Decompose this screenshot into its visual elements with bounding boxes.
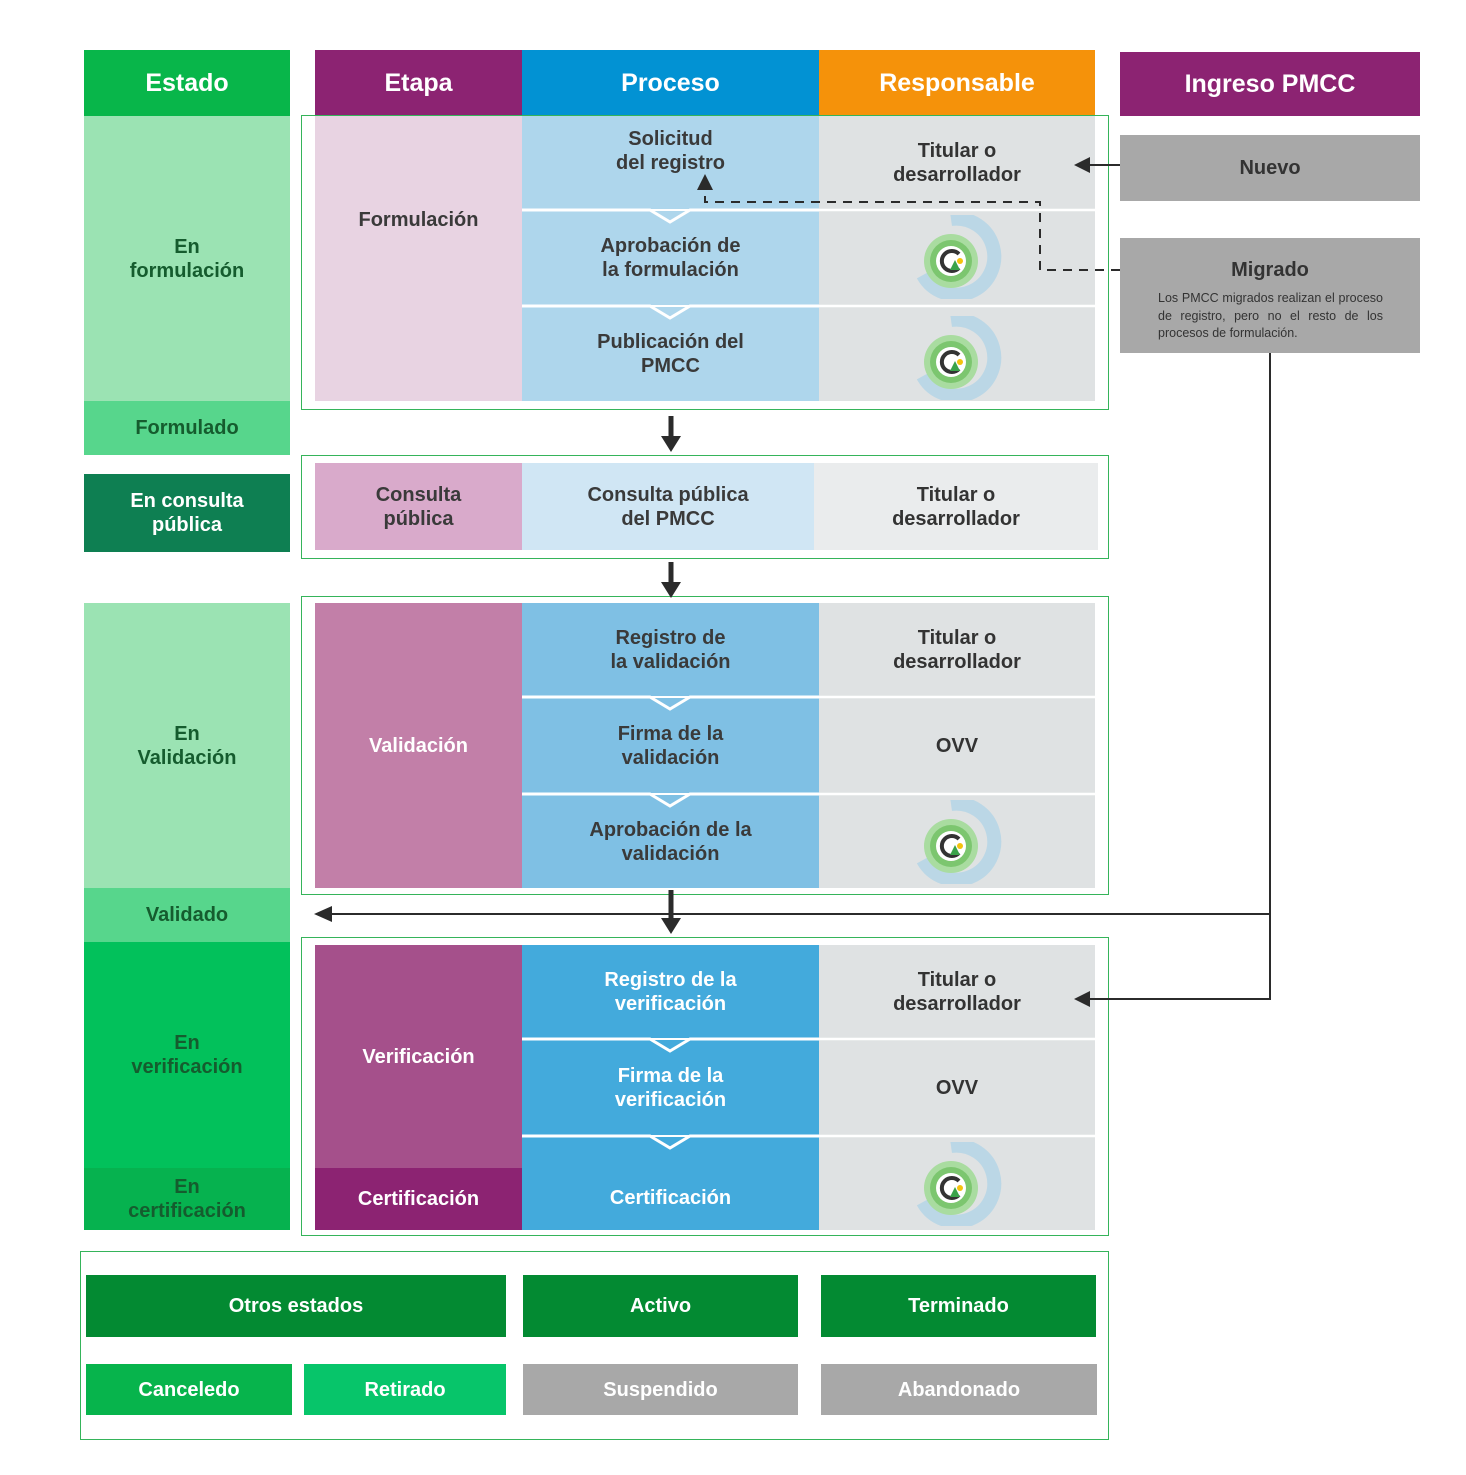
validacion-frame: [301, 596, 1109, 895]
etapa-formulacion: Formulación: [315, 116, 522, 401]
estado-terminado: Terminado: [821, 1275, 1096, 1337]
registry-logo-icon: [916, 1142, 1002, 1226]
estado-cancelado: Canceledo: [86, 1364, 292, 1415]
estado-header: Estado: [84, 50, 290, 116]
proceso-firma-validacion: Firma de la validación: [522, 698, 819, 793]
proceso-solicitud: Solicitud del registro: [522, 116, 819, 209]
estado-en-verificacion: En verificación: [84, 942, 290, 1168]
ingreso-header: Ingreso PMCC: [1120, 52, 1420, 116]
chevron-separator-3: [522, 695, 819, 711]
dashed-migration-path: [697, 174, 1120, 271]
proceso-header: Proceso: [522, 50, 819, 116]
proceso-aprobacion-validacion: Aprobación de la validación: [522, 795, 819, 888]
responsable-titular-4: Titular o desarrollador: [819, 945, 1095, 1038]
proceso-registro-verificacion: Registro de la verificación: [522, 945, 819, 1038]
registry-logo-icon: [916, 215, 1002, 299]
proceso-consulta: Consulta pública del PMCC: [522, 463, 814, 550]
responsable-ovv-2: OVV: [819, 1040, 1095, 1135]
verificacion-frame: [301, 937, 1109, 1236]
estado-abandonado: Abandonado: [821, 1364, 1097, 1415]
formulacion-frame: [301, 115, 1109, 410]
ingreso-migrado-box: [1120, 238, 1420, 353]
otros-estados-frame: [80, 1251, 1109, 1440]
proceso-certificacion: Certificación: [522, 1137, 819, 1230]
responsable-titular-3: Titular o desarrollador: [819, 603, 1095, 696]
responsable-titular-2: Titular o desarrollador: [814, 463, 1098, 550]
chevron-separator-1: [522, 208, 819, 224]
etapa-header: Etapa: [315, 50, 522, 116]
consulta-frame: [301, 455, 1109, 559]
proceso-aprobacion-formulacion: Aprobación de la formulación: [522, 211, 819, 305]
down-arrow-icon: [661, 890, 681, 934]
proceso-firma-verificacion: Firma de la verificación: [522, 1040, 819, 1135]
estado-formulado: Formulado: [84, 401, 290, 455]
estado-retirado: Retirado: [304, 1364, 506, 1415]
estado-suspendido: Suspendido: [523, 1364, 798, 1415]
etapa-certificacion: Certificación: [315, 1168, 522, 1230]
estado-en-validacion: En Validación: [84, 603, 290, 888]
ingreso-migrado-note: Los PMCC migrados realizan el proceso de…: [1158, 291, 1383, 340]
registry-logo-icon: [916, 316, 1002, 400]
etapa-validacion: Validación: [315, 603, 522, 888]
chevron-separator-4: [522, 792, 819, 808]
estado-en-certificacion: En certificación: [84, 1168, 290, 1230]
chevron-separator-2: [522, 304, 819, 320]
ingreso-migrado-title: Migrado: [1231, 259, 1309, 281]
registry-logo-icon: [916, 800, 1002, 884]
ingreso-nuevo: Nuevo: [1120, 135, 1420, 201]
estado-validado: Validado: [84, 888, 290, 942]
responsable-header: Responsable: [819, 50, 1095, 116]
otros-estados-title: Otros estados: [86, 1275, 506, 1337]
migration-solid-path: [314, 353, 1271, 1007]
row-divider-set: [819, 208, 1095, 1138]
etapa-verificacion: Verificación: [315, 945, 522, 1168]
chevron-separator-5: [522, 1037, 819, 1053]
estado-activo: Activo: [523, 1275, 798, 1337]
estado-en-consulta: En consulta pública: [84, 474, 290, 552]
etapa-consulta: Consulta pública: [315, 463, 522, 550]
down-arrow-icon: [661, 562, 681, 598]
estado-en-formulacion: En formulación: [84, 116, 290, 401]
proceso-publicacion: Publicación del PMCC: [522, 307, 819, 401]
down-arrow-icon: [661, 416, 681, 452]
responsable-ovv-1: OVV: [819, 698, 1095, 793]
proceso-registro-validacion: Registro de la validación: [522, 603, 819, 696]
chevron-separator-6: [522, 1134, 819, 1150]
arrow-left-icon: [1074, 157, 1120, 173]
responsable-titular-1: Titular o desarrollador: [819, 116, 1095, 209]
